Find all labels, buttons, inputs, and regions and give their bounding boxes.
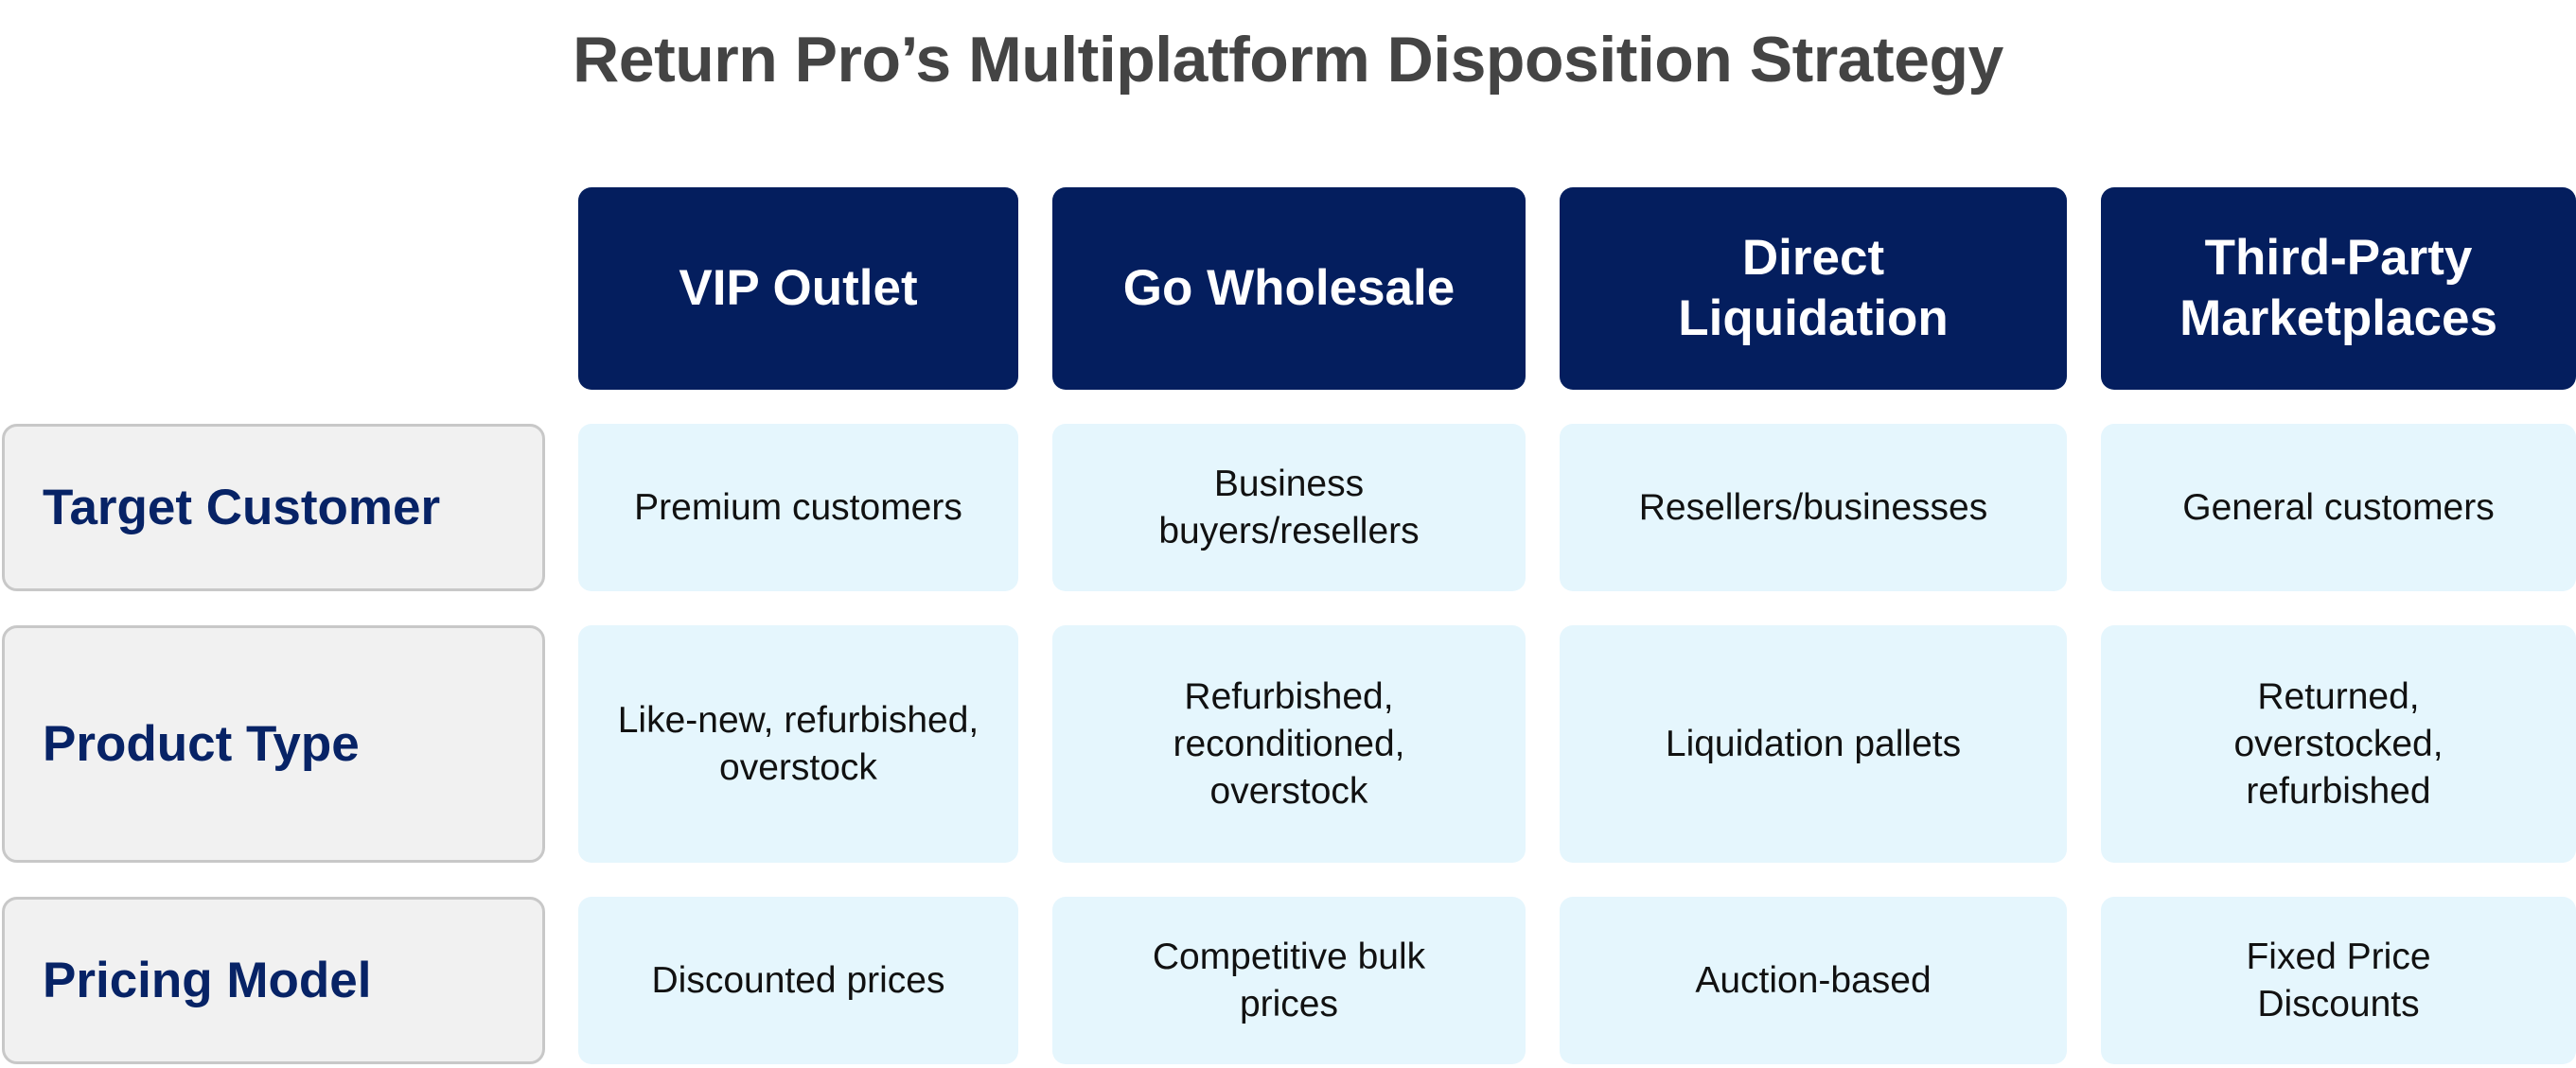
page-title: Return Pro’s Multiplatform Disposition S… (573, 24, 2003, 96)
table-cell: Discounted prices (578, 897, 1018, 1064)
cell-text: Refurbished, reconditioned, overstock (1173, 675, 1405, 812)
cell-text: Auction-based (1695, 959, 1932, 1001)
table-cell: Competitive bulk prices (1052, 897, 1526, 1064)
table-cell: Auction-based (1560, 897, 2067, 1064)
table-cell: Liquidation pallets (1560, 625, 2067, 863)
table-cell: Refurbished, reconditioned, overstock (1052, 625, 1526, 863)
cell-text: Discounted prices (651, 959, 945, 1001)
cell-text: Competitive bulk prices (1152, 936, 1426, 1024)
column-header-label: Third-Party Marketplaces (2179, 230, 2497, 346)
table-cell: General customers (2101, 424, 2576, 591)
column-header-label: VIP Outlet (679, 260, 918, 316)
table-cell: Fixed Price Discounts (2101, 897, 2576, 1064)
table-cell: Like-new, refurbished, overstock (578, 625, 1018, 863)
cell-text: Fixed Price Discounts (2246, 936, 2431, 1024)
cell-text: General customers (2182, 486, 2495, 528)
column-header-go-wholesale: Go Wholesale (1052, 187, 1526, 390)
cell-text: Like-new, refurbished, overstock (617, 699, 979, 788)
table-cell: Resellers/businesses (1560, 424, 2067, 591)
cell-text: Resellers/businesses (1638, 486, 1988, 528)
column-header-vip-outlet: VIP Outlet (578, 187, 1018, 390)
column-header-direct-liquidation: Direct Liquidation (1560, 187, 2067, 390)
table-cell: Business buyers/resellers (1052, 424, 1526, 591)
row-label-pricing-model: Pricing Model (2, 897, 545, 1064)
table-cell: Returned, overstocked, refurbished (2101, 625, 2576, 863)
row-label-product-type: Product Type (2, 625, 545, 863)
column-header-third-party-marketplaces: Third-Party Marketplaces (2101, 187, 2576, 390)
table-cell: Premium customers (578, 424, 1018, 591)
column-header-label: Go Wholesale (1122, 260, 1456, 316)
column-header-label: Direct Liquidation (1678, 230, 1949, 346)
cell-text: Returned, overstocked, refurbished (2233, 675, 2444, 812)
cell-text: Business buyers/resellers (1158, 463, 1420, 552)
row-label-target-customer: Target Customer (2, 424, 545, 591)
cell-text: Premium customers (634, 486, 962, 528)
cell-text: Liquidation pallets (1665, 723, 1962, 764)
